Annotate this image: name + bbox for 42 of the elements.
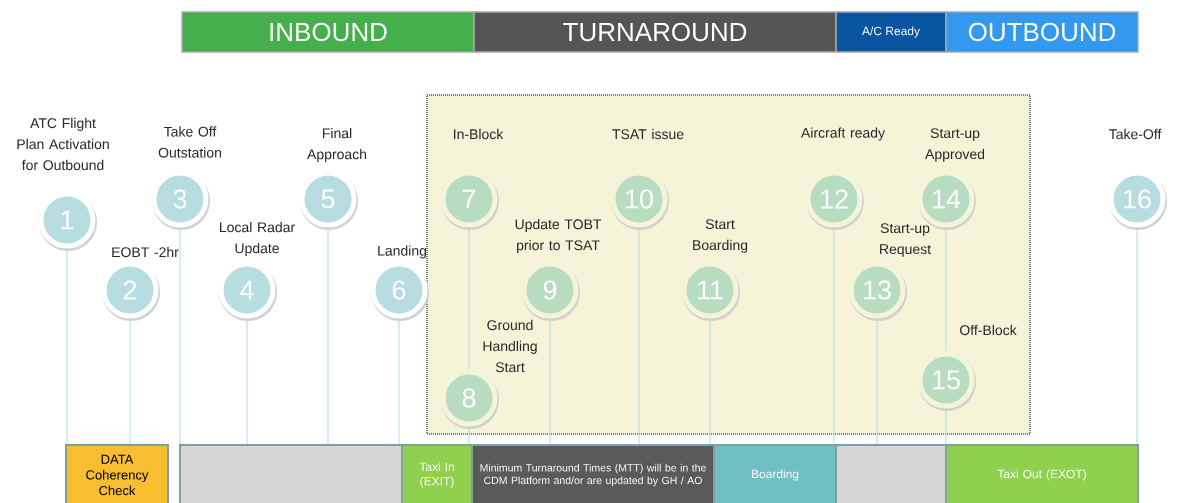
connector-line [468,227,470,370]
connector-line [638,227,640,445]
connector-line [709,318,711,445]
connector-line [1136,227,1138,445]
milestone-label: Take-Off [1109,128,1162,140]
status-bar-segment: DATA Coherency Check [65,444,169,503]
connector-line [945,408,947,445]
status-bar-segment: Taxi Out (EXOT) [945,444,1139,503]
milestone-label: ATC Flight Plan Activation for Outbound [17,117,109,171]
phase-header: OUTBOUND [945,11,1139,53]
status-bar-segment: Boarding [713,444,837,503]
milestone-label: Aircraft ready [801,127,885,141]
milestone-label: EOBT -2hr [112,246,179,258]
status-bar-segment: Minimum Turnaround Times (MTT) will be in the CDM Platform and/or are updated by GH / AO [471,444,715,503]
connector-line [129,318,131,445]
phase-header: A/C Ready [835,11,947,53]
connector-line [945,227,947,352]
status-bar-segment [179,444,403,503]
milestone-label: In-Block [454,128,504,140]
connector-line [327,227,329,445]
connector-line [468,426,470,445]
milestone-label: Take Off Outstation [158,126,221,158]
milestone-label: Final Approach [307,127,367,162]
connector-line [876,318,878,445]
status-bar-segment: Taxi In (EXIT) [401,444,473,503]
milestone-label: Landing [378,245,426,259]
milestone-label: Local Radar Update [220,221,295,256]
milestone-label: Start-up Approved [925,128,985,162]
status-bar-segment [835,444,947,503]
phase-header: TURNAROUND [473,11,837,53]
connector-line [179,227,181,445]
milestone-label: Start Boarding [693,219,748,253]
connector-line [833,227,835,445]
connector-line [398,318,400,445]
connector-line [66,248,68,445]
milestone-label: Off-Block [960,324,1017,336]
connector-line [246,318,248,445]
phase-header: INBOUND [181,11,475,53]
connector-line [549,318,551,445]
milestone-label: TSAT issue [612,128,684,140]
milestone-label: Start-up Request [880,223,931,257]
milestone-label: Update TOBT prior to TSAT [515,219,602,253]
